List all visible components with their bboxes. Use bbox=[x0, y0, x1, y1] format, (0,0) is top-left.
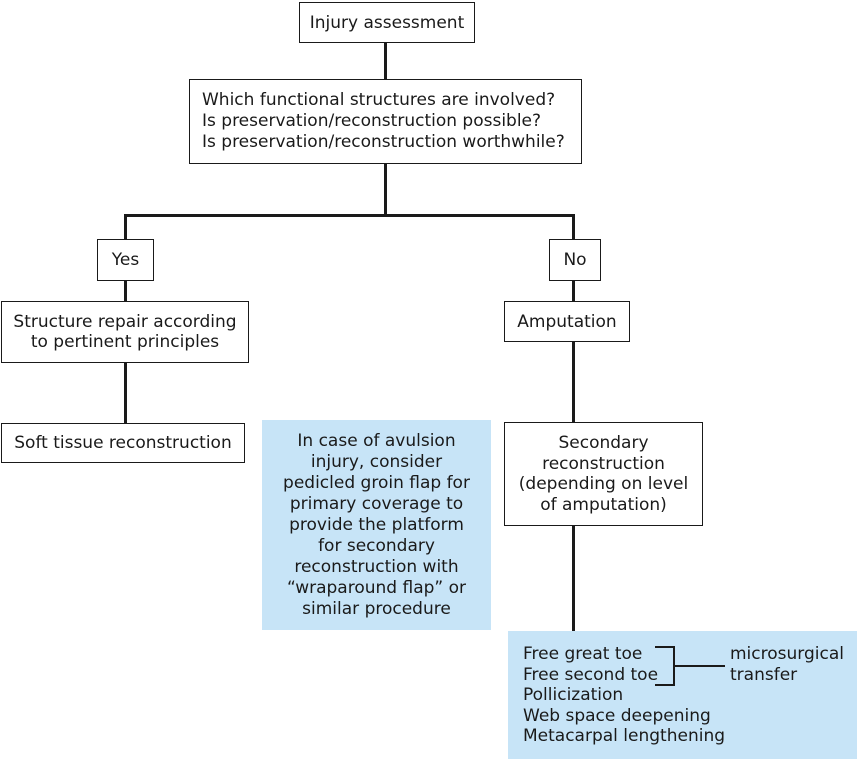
avulsion-note-line: for secondary bbox=[318, 535, 435, 556]
secondary-reconstruction-line: Secondary bbox=[558, 433, 649, 453]
secondary-reconstruction-line: of amputation) bbox=[540, 494, 667, 515]
secondary-reconstruction-line: (depending on level bbox=[518, 474, 689, 494]
option-item: Metacarpal lengthening bbox=[523, 726, 726, 746]
question-line: Which functional structures are involved… bbox=[202, 90, 556, 110]
avulsion-note-line: reconstruction with bbox=[294, 556, 459, 577]
no-box: No bbox=[549, 239, 601, 281]
option-item: Free great toe bbox=[523, 644, 643, 664]
avulsion-note-line: provide the platform bbox=[289, 514, 464, 535]
structure-repair-line: Structure repair according bbox=[13, 312, 237, 332]
soft-tissue-reconstruction-label: Soft tissue reconstruction bbox=[14, 433, 232, 453]
connector-branch-no bbox=[572, 214, 575, 240]
option-item: Web space deepening bbox=[523, 705, 711, 726]
connector-amputation-secondary bbox=[572, 341, 575, 423]
connector-yes-repair bbox=[124, 280, 127, 302]
yes-label: Yes bbox=[111, 250, 140, 270]
avulsion-note-line: “wraparound flap” or bbox=[287, 577, 466, 598]
avulsion-note-line: pedicled groin flap for bbox=[283, 472, 470, 493]
connector-repair-softtissue bbox=[124, 362, 127, 424]
avulsion-note-box: In case of avulsion injury, consider ped… bbox=[262, 420, 491, 630]
yes-box: Yes bbox=[97, 239, 154, 281]
connector-secondary-options bbox=[572, 525, 575, 632]
no-label: No bbox=[563, 250, 587, 270]
connector-branch-horizontal bbox=[124, 214, 575, 217]
connector-no-amputation bbox=[572, 280, 575, 302]
amputation-box: Amputation bbox=[504, 301, 630, 342]
microsurgical-line: transfer bbox=[730, 664, 798, 685]
option-item: Pollicization bbox=[523, 685, 624, 705]
question-line: Is preservation/reconstruction worthwhil… bbox=[202, 132, 565, 152]
bracket-bottom bbox=[655, 684, 675, 686]
injury-assessment-label: Injury assessment bbox=[309, 12, 465, 33]
avulsion-note-line: similar procedure bbox=[302, 598, 451, 619]
soft-tissue-reconstruction-box: Soft tissue reconstruction bbox=[1, 423, 245, 463]
reconstruction-options-list: Free great toe Free second toe Polliciza… bbox=[523, 644, 725, 747]
questions-box: Which functional structures are involved… bbox=[189, 79, 582, 164]
microsurgical-line: microsurgical bbox=[730, 644, 844, 664]
avulsion-note-line: primary coverage to bbox=[289, 493, 464, 514]
bracket-connector bbox=[673, 665, 725, 667]
question-line: Is preservation/reconstruction possible? bbox=[202, 111, 542, 131]
secondary-reconstruction-box: Secondary reconstruction (depending on l… bbox=[504, 422, 703, 526]
connector-questions-branch bbox=[384, 163, 387, 215]
option-item: Free second toe bbox=[523, 664, 659, 685]
structure-repair-box: Structure repair according to pertinent … bbox=[1, 301, 249, 363]
connector-assessment-questions bbox=[384, 42, 387, 80]
injury-assessment-box: Injury assessment bbox=[299, 2, 475, 43]
avulsion-note-line: injury, consider bbox=[310, 451, 443, 472]
bracket-top bbox=[655, 646, 675, 648]
structure-repair-line: to pertinent principles bbox=[30, 332, 220, 352]
connector-branch-yes bbox=[124, 214, 127, 240]
avulsion-note-line: In case of avulsion bbox=[297, 430, 456, 451]
reconstruction-options-box: Free great toe Free second toe Polliciza… bbox=[508, 631, 857, 759]
amputation-label: Amputation bbox=[517, 311, 617, 332]
secondary-reconstruction-line: reconstruction bbox=[542, 453, 665, 474]
microsurgical-transfer-label: microsurgical transfer bbox=[730, 644, 844, 685]
